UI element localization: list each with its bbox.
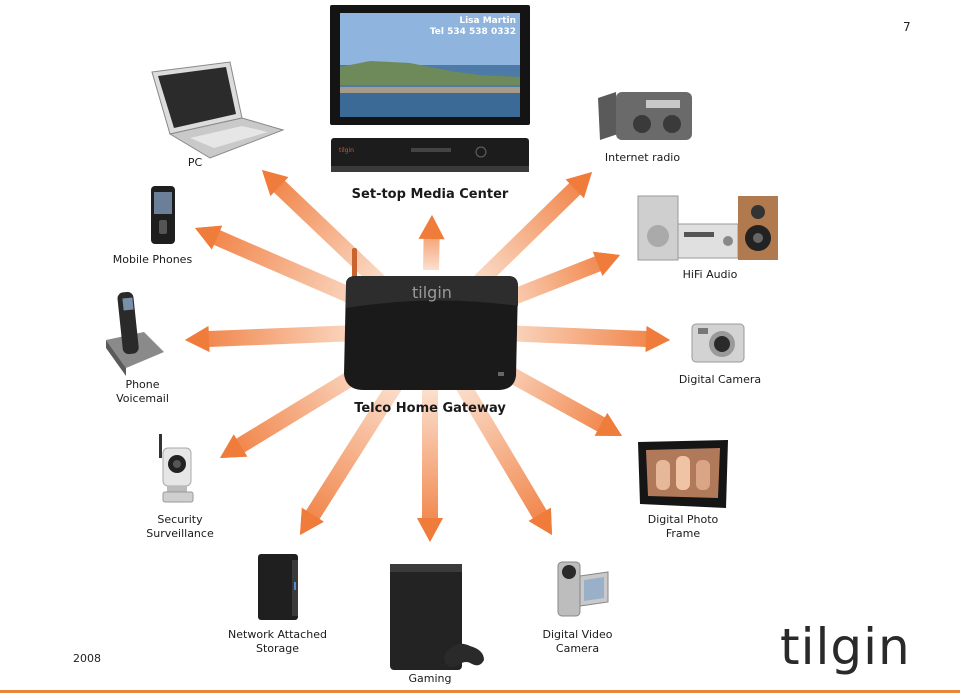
label-photoframe: Digital Photo Frame — [647, 513, 719, 540]
arrow-radio-head — [565, 172, 592, 199]
footer-line — [0, 690, 960, 693]
settop-box: tilgin — [331, 134, 529, 176]
arrow-mobile — [194, 225, 379, 314]
arrow-dvcamera-shape — [453, 377, 552, 536]
video-camera — [556, 558, 610, 620]
arrow-nas — [300, 376, 405, 536]
tv-caption-tel: Tel 534 538 0332 — [429, 27, 516, 37]
home-gateway: tilgin — [338, 246, 524, 394]
arrow-security-shape — [219, 354, 383, 458]
label-camera: Digital Camera — [678, 373, 762, 386]
arrow-gaming-shape — [417, 390, 443, 542]
arrow-security-head — [219, 434, 248, 458]
arrow-settop — [418, 215, 445, 271]
arrow-phone-head — [185, 326, 210, 353]
digital-camera — [690, 318, 748, 366]
tv-caption: Lisa Martin Tel 534 538 0332 — [430, 16, 516, 38]
settop-brand: tilgin — [339, 147, 354, 154]
arrow-nas-head — [300, 507, 324, 536]
arrow-camera — [489, 324, 670, 352]
label-gateway: Telco Home Gateway — [354, 401, 506, 416]
arrow-photoframe-head — [594, 413, 623, 437]
photo-frame — [636, 438, 730, 510]
arrow-phone — [185, 324, 371, 353]
arrow-hifi-head — [592, 251, 621, 276]
arrow-gaming-head — [417, 518, 443, 542]
gateway-brand: tilgin — [412, 283, 452, 302]
label-settop: Set-top Media Center — [351, 187, 509, 202]
laptop-pc — [150, 60, 285, 160]
label-hifi: HiFi Audio — [682, 268, 738, 281]
arrow-pc-shape — [261, 170, 393, 295]
arrow-nas-shape — [300, 376, 405, 536]
tv-caption-name: Lisa Martin — [459, 16, 516, 26]
arrow-phone-shape — [185, 324, 371, 353]
footer-year: 2008 — [73, 652, 101, 665]
hifi-system — [636, 194, 780, 262]
security-camera — [155, 432, 205, 504]
page-number: 7 — [903, 20, 911, 34]
nas-drive — [256, 552, 302, 622]
label-pc: PC — [187, 156, 203, 169]
arrow-settop-head — [418, 215, 445, 240]
cordless-phone — [104, 288, 166, 376]
arrow-radio — [467, 172, 592, 294]
label-mobile: Mobile Phones — [112, 253, 193, 266]
label-nas: Network Attached Storage — [228, 628, 327, 655]
mobile-phone — [147, 184, 181, 248]
game-console — [388, 560, 488, 674]
label-phone: Phone Voicemail — [116, 378, 169, 405]
arrow-security — [219, 354, 383, 458]
arrow-mobile-head — [194, 225, 223, 250]
label-radio: Internet radio — [604, 151, 681, 164]
brand-logo: tilgin — [780, 618, 911, 676]
internet-radio — [596, 90, 694, 146]
arrow-mobile-shape — [194, 225, 379, 314]
label-gaming: Gaming — [408, 672, 452, 685]
arrow-pc — [261, 170, 393, 295]
arrow-camera-shape — [489, 324, 670, 352]
arrow-dvcamera — [453, 377, 552, 536]
label-security: Security Surveillance — [146, 513, 214, 540]
arrow-radio-shape — [467, 172, 592, 294]
label-dvcamera: Digital Video Camera — [542, 628, 613, 655]
arrow-dvcamera-head — [528, 507, 552, 536]
arrow-pc-head — [261, 170, 289, 196]
arrow-camera-head — [645, 326, 670, 352]
tv: Lisa Martin Tel 534 538 0332 — [330, 5, 530, 125]
arrow-gaming — [417, 390, 443, 542]
